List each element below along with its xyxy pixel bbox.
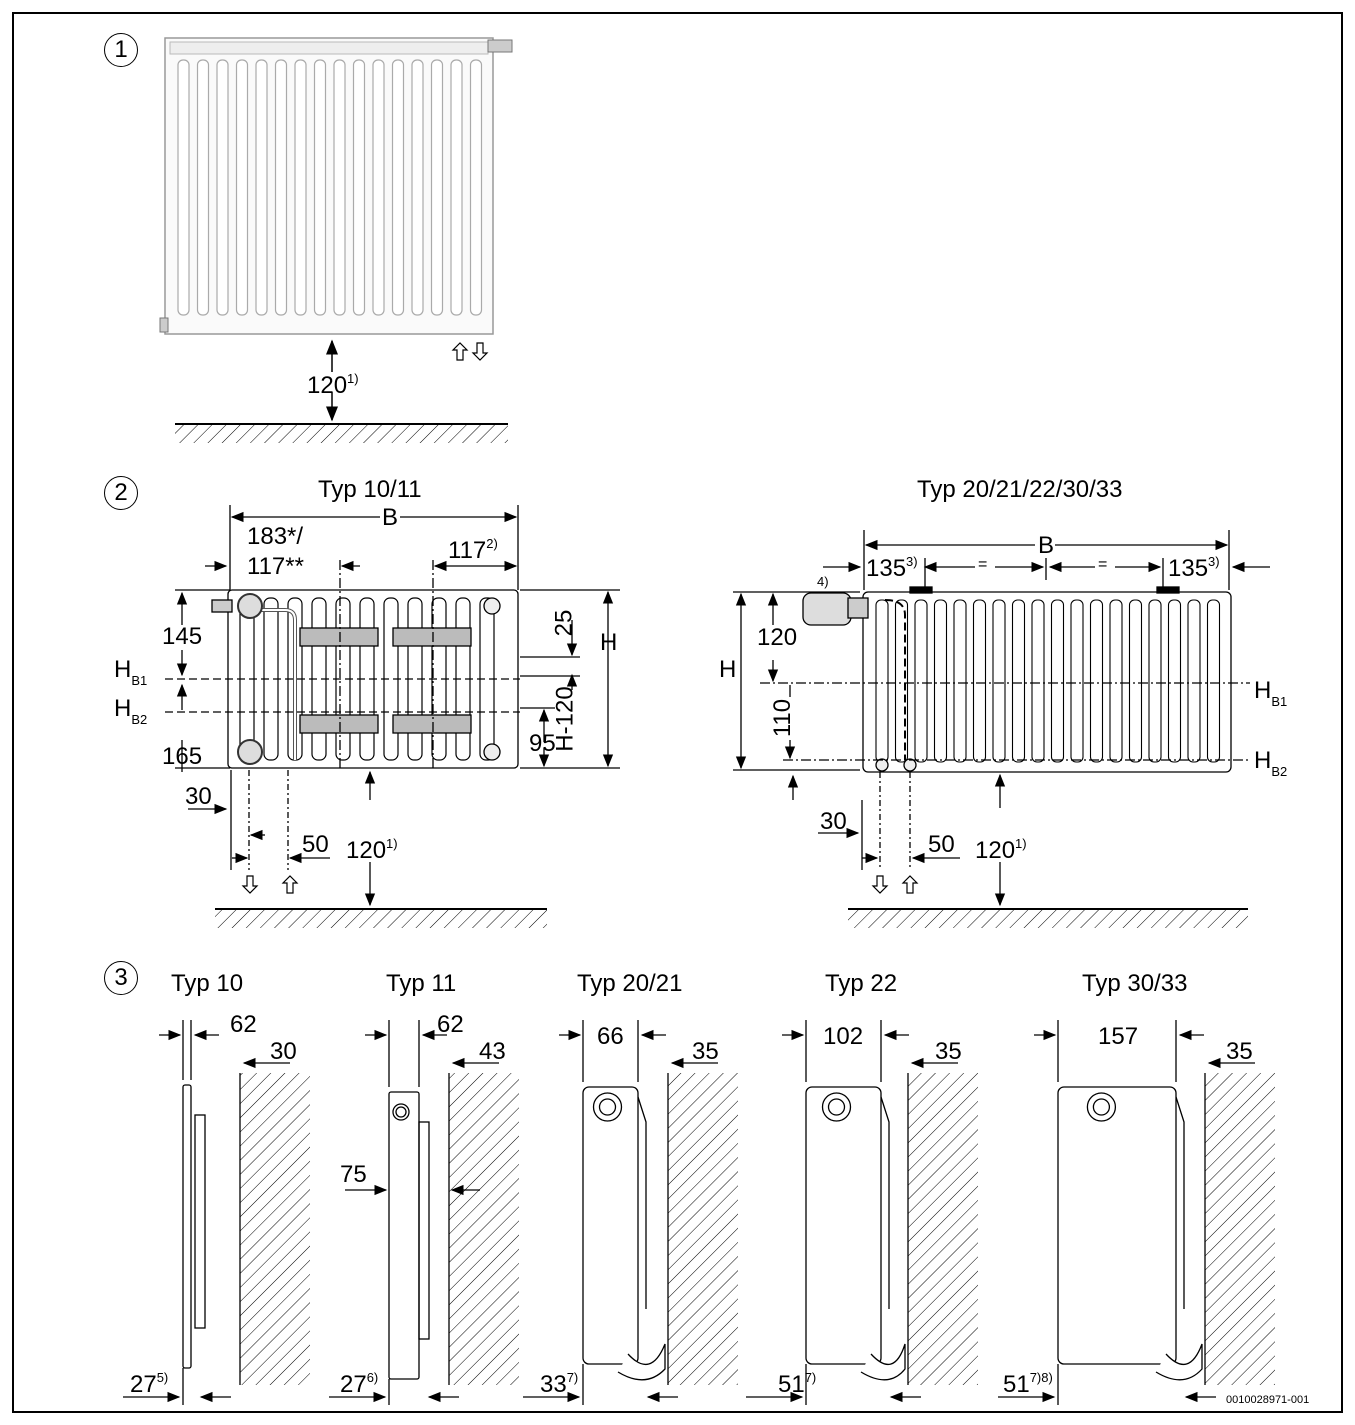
hb1-label-right: HB1 [1254,677,1288,709]
dim-120-right-label: 120 [757,624,798,651]
typ20-21-title: Typ 20/21 [577,970,683,997]
side-views-section3 [123,1020,1275,1405]
typ22-bottom-dim: 517) [778,1370,817,1398]
typ10-11-title: Typ 10/11 [318,476,422,503]
typ30-33-wall-dim: 35 [1226,1038,1253,1065]
hb2-label-left: HB2 [114,695,148,727]
height-label-left: H [600,629,618,656]
floor-hatch-2-right [848,910,1248,928]
typ11-bottom-dim: 276) [340,1370,379,1398]
dim-30-label-left: 30 [185,783,212,810]
typ10-11-width-label: B [382,504,399,531]
typ20-33-title: Typ 20/21/22/30/33 [917,476,1123,503]
section-marker-3: 3 [104,961,138,995]
dim-135-left-label: 1353) [866,554,918,582]
floor-distance-label-1: 1201) [307,371,359,399]
equal-mark-1: = [978,556,988,573]
height-label-right: H [719,656,737,683]
equal-mark-2: = [1098,556,1108,573]
hb2-label-right: HB2 [1254,747,1288,779]
floor-distance-label-2-right: 1201) [975,836,1027,864]
typ20-21-top-dim: 66 [597,1023,624,1050]
typ10-11-dimension-lines [165,505,620,907]
typ10-title: Typ 10 [171,970,244,997]
typ30-33-title: Typ 30/33 [1082,970,1188,997]
dim-95-label: 95 [529,730,556,757]
typ11-title: Typ 11 [386,970,457,997]
hb1-label-left: HB1 [114,656,148,688]
typ22-title: Typ 22 [825,970,898,997]
typ10-wall-dim: 30 [270,1038,297,1065]
dim-117-label: 1172) [448,536,498,564]
typ11-wall-dim: 43 [479,1038,506,1065]
typ10-top-dim: 62 [230,1011,257,1038]
figure-code: 0010028971-001 [1226,1394,1310,1406]
dim-50-label-left: 50 [302,831,329,858]
flow-arrows-typ10-11 [241,875,299,894]
dim-165-label: 165 [162,743,203,770]
floor-hatch-2-left [215,910,547,928]
typ22-wall-dim: 35 [935,1038,962,1065]
typ22-top-dim: 102 [823,1023,864,1050]
h-minus-120-label: H-120 [551,686,579,752]
figure-frame [12,12,1343,1413]
radiator-front-view-1 [159,37,513,335]
typ30-33-bottom-dim: 517)8) [1003,1370,1053,1398]
section-marker-1: 1 [104,33,138,67]
dim-117-star-label: 117** [247,553,304,580]
typ20-33-dimension-lines [733,530,1270,907]
dim-145-label: 145 [162,623,203,650]
dim-25-label: 25 [550,609,578,637]
floor-distance-label-2-left: 1201) [346,836,398,864]
typ11-mid-dim: 75 [340,1161,367,1188]
typ20-21-wall-dim: 35 [692,1038,719,1065]
dim-50-label-right: 50 [928,831,955,858]
typ20-21-bottom-dim: 337) [540,1370,579,1398]
radiator-typ20-33-drawing [802,586,1232,773]
typ10-bottom-dim: 275) [130,1370,169,1398]
typ30-33-top-dim: 157 [1098,1023,1139,1050]
dim-183-label: 183*/ [247,523,304,550]
flow-arrows-1 [451,342,489,361]
typ11-top-dim: 62 [437,1011,464,1038]
flow-arrows-typ20-33 [871,875,919,894]
typ20-33-width-label: B [1038,532,1055,559]
dim-110-label: 110 [769,698,797,738]
section-marker-2: 2 [104,476,138,510]
note-4-label: 4) [817,574,829,589]
floor-hatch-1 [175,425,508,443]
dim-30-label-right: 30 [820,808,847,835]
dim-135-right-label: 1353) [1168,554,1220,582]
